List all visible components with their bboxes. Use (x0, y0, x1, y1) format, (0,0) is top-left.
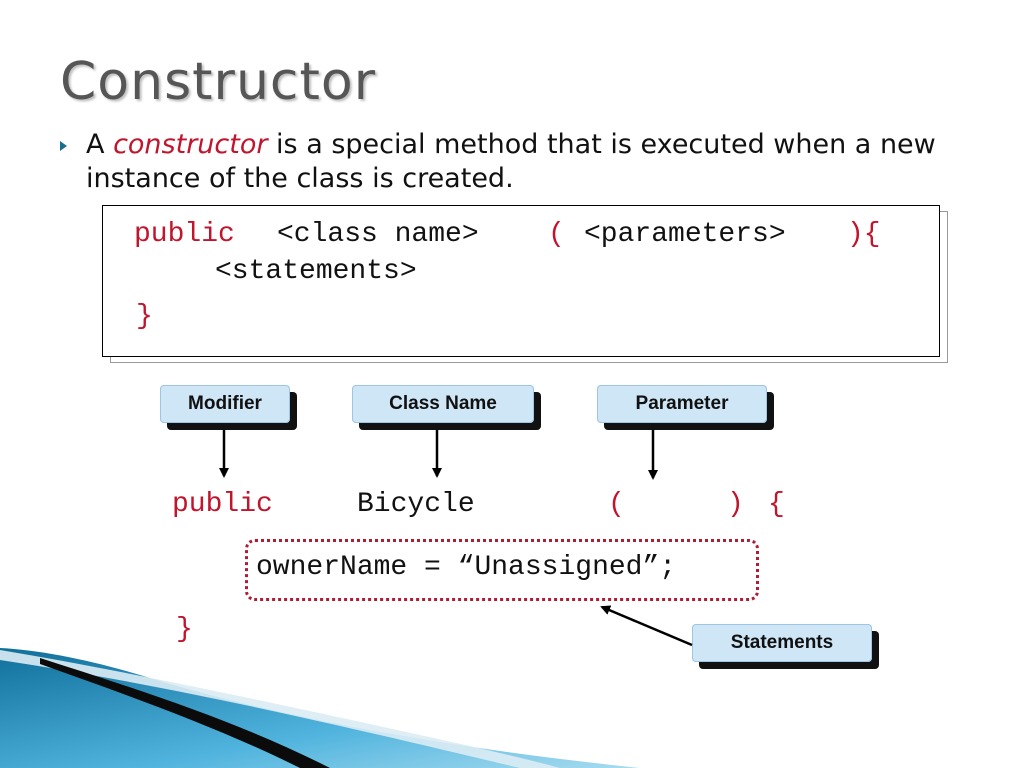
syntax-box (102, 205, 940, 357)
semicolon: ; (659, 552, 677, 583)
example-open-paren: ( (608, 489, 625, 520)
example-open-brace: { (768, 489, 785, 520)
triangle-bullet-icon (60, 141, 67, 151)
statement-lhs: ownerName = (256, 552, 458, 583)
bullet-term: constructor (113, 129, 268, 160)
statements-callout-label: Statements (692, 624, 872, 662)
class-name-callout: Class Name (352, 385, 541, 430)
syntax-class-name: <class name> (277, 219, 479, 250)
statement-highlight-box (245, 539, 759, 601)
syntax-open-paren: ( (548, 219, 565, 250)
syntax-statements: <statements> (215, 256, 417, 287)
example-close-paren: ) (727, 489, 744, 520)
open-quote: “ (457, 552, 475, 583)
example-close-brace: } (176, 614, 193, 645)
statements-callout: Statements (692, 624, 879, 669)
string-value: Unassigned (474, 552, 643, 583)
syntax-close-paren-brace: ){ (847, 219, 881, 250)
parameter-callout: Parameter (597, 385, 774, 430)
modifier-callout-label: Modifier (160, 385, 290, 423)
parameter-callout-label: Parameter (597, 385, 767, 423)
syntax-keyword: public (134, 219, 235, 250)
statements-arrow (600, 605, 693, 647)
syntax-parameters: <parameters> (584, 219, 786, 250)
bullet-suffix: is a special method that is executed whe… (86, 129, 936, 194)
close-quote: ” (642, 552, 660, 583)
bullet-prefix: A (86, 129, 114, 160)
syntax-close-brace: } (136, 301, 153, 332)
example-statement: ownerName = “Unassigned”; (256, 554, 676, 582)
slide-title: Constructor (60, 52, 377, 112)
bullet-text: A constructor is a special method that i… (86, 128, 966, 196)
class-name-callout-label: Class Name (352, 385, 534, 423)
modifier-callout: Modifier (160, 385, 297, 430)
example-class-name: Bicycle (357, 489, 475, 520)
example-keyword: public (172, 489, 273, 520)
